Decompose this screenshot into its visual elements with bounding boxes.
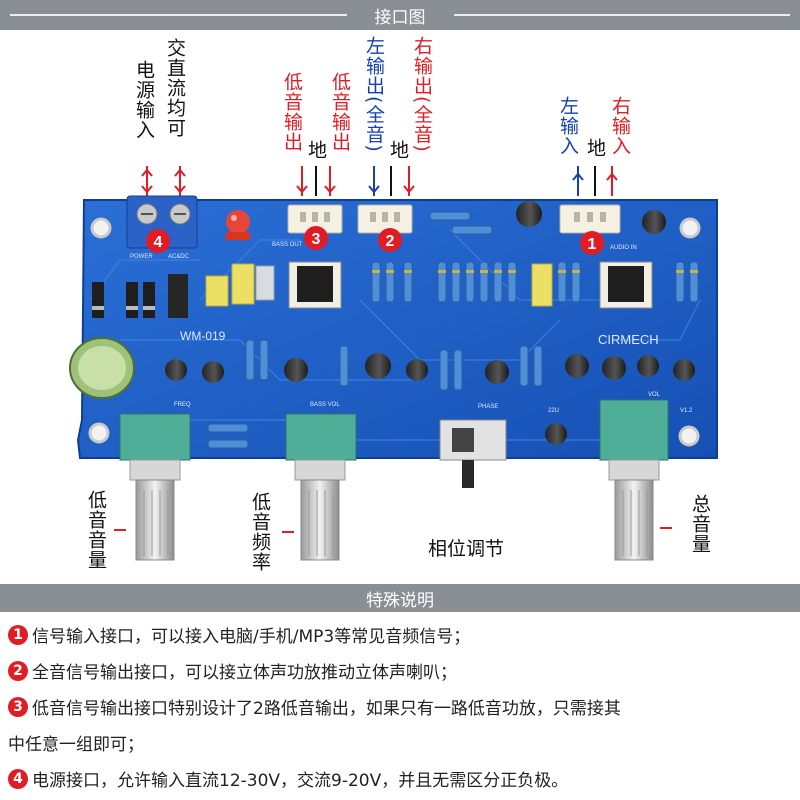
note-number-1: 1 [8, 624, 28, 645]
silk-acdc: AC&DC [168, 254, 190, 260]
silk-freq: FREQ [174, 402, 191, 408]
silk-vol: VOL [648, 392, 661, 398]
note-number-2: 2 [8, 660, 28, 681]
silk-bass-out: BASS OUT [272, 242, 303, 248]
label-ground-bass: 地 [305, 140, 327, 160]
marker-4: 4 [154, 234, 163, 251]
silk-version: V1.2 [680, 408, 693, 414]
label-left-in: 左输入 [557, 96, 579, 156]
label-bass-volume: 低音音量 [85, 490, 107, 570]
connector-markers [146, 226, 604, 255]
marker-1: 1 [588, 236, 597, 253]
note-number-4: 4 [8, 768, 28, 789]
pot-pointers [114, 527, 672, 533]
marker-3: 3 [312, 231, 321, 248]
silk-cap-value: 22U [548, 408, 559, 414]
note-number-3: 3 [8, 696, 28, 717]
board-brand: CIRMECH [598, 332, 659, 347]
note-text-1: 信号输入接口，可以接入电脑/手机/MP3等常见音频信号； [32, 627, 471, 647]
page-title: 接口图 [374, 7, 426, 28]
label-ground-in: 地 [584, 138, 606, 158]
silk-audio-in: AUDIO IN [610, 245, 637, 251]
label-master-volume: 总音量 [689, 494, 711, 554]
notes-title: 特殊说明 [366, 590, 434, 611]
note-item-2: 2 全音信号输出接口，可以接立体声功放推动立体声喇叭； [8, 658, 457, 683]
top-banner: 接口图 [0, 0, 800, 30]
label-bass-out-1: 低音输出 [281, 72, 303, 152]
label-bass-out-2: 低音输出 [329, 72, 351, 152]
note-text-2: 全音信号输出接口，可以接立体声功放推动立体声喇叭； [32, 663, 457, 683]
board-model: WM-019 [180, 329, 226, 343]
label-right-out-full: 右输出(全音) [411, 36, 433, 153]
pcb-board-illustration: 4 3 2 1 [69, 166, 718, 561]
mounting-holes [88, 217, 701, 447]
marker-2: 2 [386, 233, 395, 250]
power-terminal-block [126, 195, 198, 249]
silk-phase: PHASE [478, 404, 498, 410]
banner-line-right [453, 14, 790, 16]
film-capacitors [205, 263, 553, 307]
electrolytic-capacitors [69, 201, 695, 445]
note-item-3: 3 低音信号输出接口特别设计了2路低音输出，如果只有一路低音功放，只需接其 [8, 694, 621, 719]
label-power-input: 电源输入 [133, 60, 155, 140]
note-text-3: 低音信号输出接口特别设计了2路低音输出，如果只有一路低音功放，只需接其 [32, 699, 621, 719]
label-ac-dc: 交直流均可 [164, 38, 186, 138]
phase-switch [439, 419, 507, 488]
label-phase-adjust: 相位调节 [428, 538, 505, 560]
label-right-in: 右输入 [609, 96, 631, 156]
diodes [92, 274, 188, 318]
silk-power: POWER [130, 254, 153, 260]
label-bass-freq: 低音频率 [249, 492, 271, 572]
notes-banner: 特殊说明 [0, 584, 800, 612]
note-text-4: 电源接口，允许输入直流12-30V，交流9-20V，并且无需区分正负极。 [32, 771, 569, 791]
op-amp-chips [288, 261, 653, 309]
note-item-1: 1 信号输入接口，可以接入电脑/手机/MP3等常见音频信号； [8, 622, 470, 647]
label-left-out-full: 左输出(全音) [363, 36, 385, 153]
signal-arrows [141, 166, 618, 196]
power-led [226, 210, 250, 240]
note-item-4: 4 电源接口，允许输入直流12-30V，交流9-20V，并且无需区分正负极。 [8, 766, 568, 791]
banner-line-left [10, 14, 347, 16]
note-text-3-continued: 中任意一组即可； [8, 735, 144, 755]
silk-bass-vol: BASS VOL [310, 402, 340, 408]
label-ground-full: 地 [387, 140, 409, 160]
